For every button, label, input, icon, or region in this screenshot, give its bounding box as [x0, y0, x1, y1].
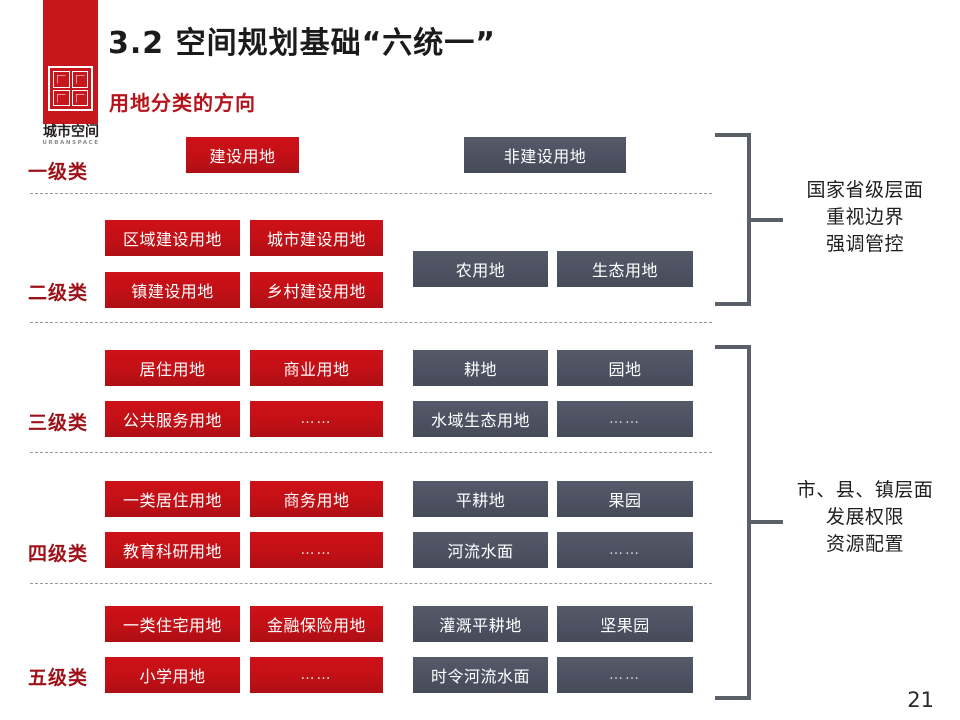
box-l4-red-3[interactable]: ……	[250, 532, 383, 568]
box-l3-gray-2[interactable]: 水域生态用地	[413, 401, 548, 437]
box-l3-red-0[interactable]: 居住用地	[105, 350, 240, 386]
box-l2-red-3[interactable]: 乡村建设用地	[250, 272, 383, 308]
bracket-upper-tick	[747, 218, 783, 222]
box-l2-red-2[interactable]: 镇建设用地	[105, 272, 240, 308]
bracket-lower	[715, 345, 783, 700]
box-l5-gray-2[interactable]: 时令河流水面	[413, 657, 548, 693]
separator-level4-level5	[30, 583, 712, 584]
bracket-lower-bottom-arm	[715, 696, 751, 700]
box-l5-gray-0[interactable]: 灌溉平耕地	[413, 606, 548, 642]
bracket-upper-top-arm	[715, 133, 751, 137]
box-l3-gray-3[interactable]: ……	[557, 401, 693, 437]
box-l1-red-0[interactable]: 建设用地	[186, 137, 299, 173]
box-l2-red-1[interactable]: 城市建设用地	[250, 220, 383, 256]
box-l3-red-1[interactable]: 商业用地	[250, 350, 383, 386]
box-l5-red-1[interactable]: 金融保险用地	[250, 606, 383, 642]
logo-subtext: URBANSPACE	[42, 140, 100, 146]
box-l3-gray-1[interactable]: 园地	[557, 350, 693, 386]
level-label-1: 一级类	[28, 161, 89, 183]
box-l5-red-3[interactable]: ……	[250, 657, 383, 693]
box-l3-red-3[interactable]: ……	[250, 401, 383, 437]
box-l3-gray-0[interactable]: 耕地	[413, 350, 548, 386]
box-l1-gray-0[interactable]: 非建设用地	[464, 137, 626, 173]
separator-level3-level4	[30, 452, 712, 453]
box-l5-gray-3[interactable]: ……	[557, 657, 693, 693]
box-l4-red-2[interactable]: 教育科研用地	[105, 532, 240, 568]
separator-level1-level2	[30, 193, 712, 194]
box-l4-red-1[interactable]: 商务用地	[250, 481, 383, 517]
seal-quadrant-2	[71, 71, 88, 88]
bracket-lower-top-arm	[715, 345, 751, 349]
box-l4-gray-2[interactable]: 河流水面	[413, 532, 548, 568]
annotation-lower: 市、县、镇层面 发展权限 资源配置	[796, 479, 934, 555]
level-label-2: 二级类	[28, 282, 89, 304]
box-l2-gray-0[interactable]: 农用地	[413, 251, 548, 287]
box-l2-red-0[interactable]: 区域建设用地	[105, 220, 240, 256]
page-number: 21	[907, 688, 934, 712]
bracket-upper-bottom-arm	[715, 302, 751, 306]
annotation-upper: 国家省级层面 重视边界 强调管控	[806, 179, 924, 255]
level-label-4: 四级类	[28, 543, 89, 565]
box-l4-red-0[interactable]: 一类居住用地	[105, 481, 240, 517]
box-l5-red-0[interactable]: 一类住宅用地	[105, 606, 240, 642]
seal-quadrant-4	[71, 89, 88, 106]
seal-quadrant-1	[53, 71, 70, 88]
box-l4-gray-0[interactable]: 平耕地	[413, 481, 548, 517]
box-l5-gray-1[interactable]: 坚果园	[557, 606, 693, 642]
company-seal-icon	[48, 66, 93, 111]
box-l4-gray-1[interactable]: 果园	[557, 481, 693, 517]
box-l4-gray-3[interactable]: ……	[557, 532, 693, 568]
bracket-upper	[715, 133, 783, 306]
level-label-3: 三级类	[28, 412, 89, 434]
box-l3-red-2[interactable]: 公共服务用地	[105, 401, 240, 437]
bracket-lower-tick	[747, 520, 783, 524]
level-label-5: 五级类	[28, 667, 89, 689]
box-l5-red-2[interactable]: 小学用地	[105, 657, 240, 693]
logo-name: 城市空间	[43, 124, 99, 140]
page-title: 3.2 空间规划基础“六统一”	[108, 26, 497, 61]
seal-quadrant-3	[53, 89, 70, 106]
page-subtitle: 用地分类的方向	[109, 91, 256, 115]
box-l2-gray-1[interactable]: 生态用地	[557, 251, 693, 287]
separator-level2-level3	[30, 322, 712, 323]
